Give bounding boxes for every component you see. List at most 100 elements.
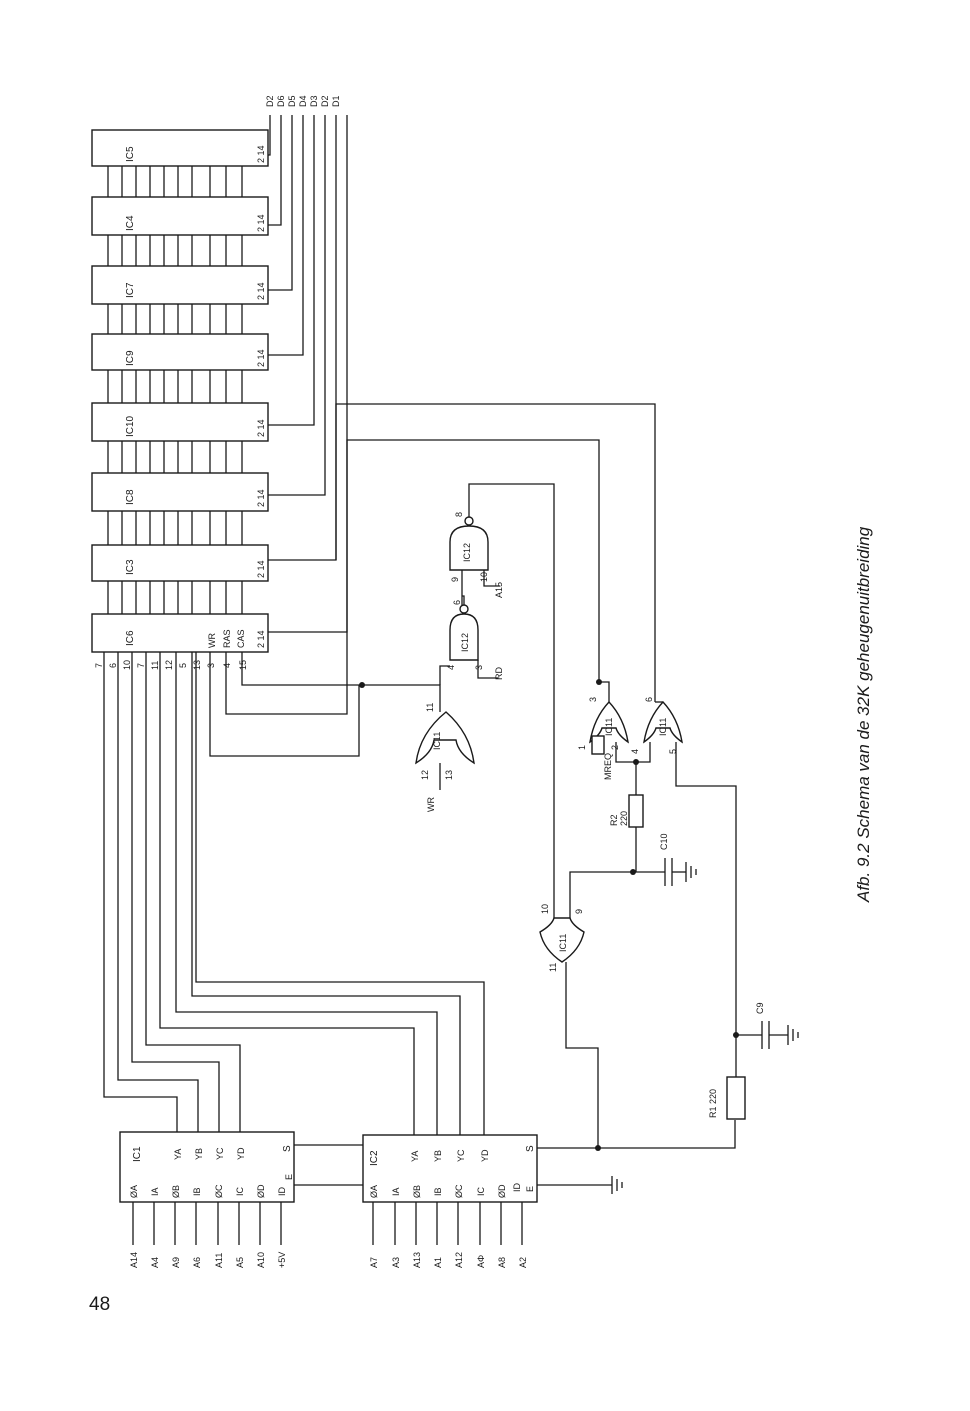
- mux2-out-yc: YC: [456, 1149, 466, 1162]
- mux1-out-ya: YA: [173, 1149, 183, 1160]
- ram-chip-ic3: IC3 2 14: [91, 544, 269, 582]
- g4-out: 3: [588, 697, 598, 702]
- ram-chip-ic10: IC10 2 14: [91, 402, 269, 442]
- r2-value: 220: [619, 811, 629, 826]
- gate-ic12-a15: IC12 8 9 10 A15: [449, 512, 504, 606]
- data-bus: D2 D6 D5 D4 D3 D2 D1: [265, 95, 348, 633]
- chip-pins-ic9: 2 14: [256, 349, 266, 367]
- g4-in-1: 2: [610, 745, 620, 750]
- ram-chip-ic8: IC8 2 14: [91, 472, 269, 512]
- g2-in-0: 4: [446, 665, 456, 670]
- mux2-in-1: IA: [391, 1187, 401, 1196]
- mux1-in-7: ID: [277, 1186, 287, 1196]
- mux2-enable: E: [525, 1186, 535, 1192]
- control-wiring: R2 220 C10 C9 R1 220: [209, 403, 799, 1151]
- g6-label: IC11: [558, 934, 568, 952]
- mux1-label: IC1: [132, 1146, 143, 1162]
- ic6-pin-10: 15: [238, 660, 248, 670]
- g2-out: 6: [452, 600, 462, 605]
- c9-label: C9: [755, 1002, 765, 1014]
- ic6-signal-ras: RAS: [222, 629, 232, 648]
- mux2-in-5: IC: [476, 1186, 486, 1196]
- mux2-out-yd: YD: [480, 1149, 490, 1162]
- mux1-in-1: IA: [150, 1187, 160, 1196]
- mux2-addr-6: A8: [497, 1257, 507, 1268]
- chip-label-ic7: IC7: [125, 282, 136, 298]
- data-label-3: D4: [298, 95, 308, 107]
- mux2-addr-2: A13: [412, 1252, 422, 1268]
- mux2-in-0: ØA: [369, 1185, 379, 1198]
- mux2-select: S: [525, 1145, 536, 1152]
- ic6-pin-numbers: 7 6 10 7 11 12 5 13 3 4 15: [94, 660, 248, 670]
- mux1-in-5: IC: [235, 1186, 245, 1196]
- ram-chip-stack: IC5 2 14 IC4 2 14 IC7 2 14 IC9 2 14 IC10…: [91, 129, 269, 670]
- mux1-select: S: [282, 1145, 293, 1152]
- g1-in-1: 13: [444, 770, 454, 780]
- ram-chip-ic6: IC6 2 14 WR RAS CAS: [91, 613, 269, 653]
- chip-label-ic8: IC8: [125, 489, 136, 505]
- gate-ic11-b: IC11 6 4 5: [630, 697, 683, 754]
- g2-label: IC12: [460, 633, 470, 652]
- chip-pins-ic5: 2 14: [256, 145, 266, 163]
- ram-chip-ic5: IC5 2 14: [91, 129, 269, 167]
- mux1-addr-6: A10: [256, 1252, 266, 1268]
- ram-chip-ic4: IC4 2 14: [91, 196, 269, 236]
- data-label-5: D2: [320, 95, 330, 107]
- g3-in-0: 9: [450, 577, 460, 582]
- mux-ic1: IC1 YA YB YC YD S ØA IA ØB IB ØC IC ØD I…: [119, 1131, 295, 1268]
- mux1-addr-1: A4: [150, 1257, 160, 1268]
- mux1-out-yc: YC: [215, 1147, 225, 1160]
- data-label-2: D5: [287, 95, 297, 107]
- g6-out: 11: [548, 963, 558, 972]
- chip-label-ic9: IC9: [125, 350, 136, 366]
- g5-out: 6: [644, 697, 654, 702]
- mux1-in-0: ØA: [129, 1185, 139, 1198]
- r1-label: R1 220: [708, 1089, 718, 1118]
- mux2-in-3: IB: [433, 1187, 443, 1196]
- chip-label-ic3: IC3: [125, 559, 136, 575]
- figure-caption: Afb. 9.2 Schema van de 32K geheugenuitbr…: [854, 526, 873, 903]
- mux2-in-6: ØD: [497, 1184, 507, 1198]
- mux1-addr-0: A14: [129, 1252, 139, 1268]
- mux1-addr-5: A5: [235, 1257, 245, 1268]
- ic6-pin-1: 6: [108, 663, 118, 668]
- g3-signal-a15: A15: [494, 582, 504, 598]
- mux1-addr-2: A9: [171, 1257, 181, 1268]
- g6-in-0: 10: [540, 904, 550, 914]
- chip-pins-ic3: 2 14: [256, 560, 266, 578]
- ic6-pin-5: 12: [164, 660, 174, 670]
- mux2-addr-5: AΦ: [476, 1255, 486, 1268]
- g5-in-0: 4: [630, 749, 640, 754]
- mux2-addr-1: A3: [391, 1257, 401, 1268]
- gate-ic12-rd: IC12 6 4 3 RD: [446, 600, 504, 680]
- g1-out: 11: [425, 703, 435, 712]
- g1-signal-wr: WR: [426, 797, 436, 812]
- chip-label-ic6: IC6: [125, 630, 136, 646]
- mux2-addr-7: A2: [518, 1257, 528, 1268]
- r2-name: R2: [609, 814, 619, 826]
- gate-ic11-mreq: IC11 3 1 2 MREQ: [577, 697, 629, 780]
- mux2-addr-4: A12: [454, 1252, 464, 1268]
- mux2-out-yb: YB: [433, 1150, 443, 1162]
- mux2-addr-3: A1: [433, 1257, 443, 1268]
- mux2-in-7: ID: [512, 1182, 522, 1192]
- mux1-out-yd: YD: [236, 1147, 246, 1160]
- data-label-0: D2: [265, 95, 275, 107]
- ram-chip-ic9: IC9 2 14: [91, 333, 269, 371]
- gate-ic11-c: IC11 10 9 11: [539, 904, 585, 972]
- mux2-addr-0: A7: [369, 1257, 379, 1268]
- mux1-in-4: ØC: [214, 1184, 224, 1198]
- g2-signal-rd: RD: [494, 667, 504, 680]
- mux2-in-4: ØC: [454, 1184, 464, 1198]
- data-label-4: D3: [309, 95, 319, 107]
- mux1-in-6: ØD: [256, 1184, 266, 1198]
- chip-pins-ic10: 2 14: [256, 419, 266, 437]
- g4-in-0: 1: [577, 745, 587, 750]
- mux1-addr-4: A11: [214, 1253, 224, 1268]
- ic6-signal-wr: WR: [207, 633, 217, 648]
- g1-in-0: 12: [420, 770, 430, 780]
- gate-ic11-wr: IC11 11 12 13 WR: [415, 703, 475, 812]
- mux2-label: IC2: [369, 1150, 380, 1166]
- mux1-in-2: ØB: [171, 1185, 181, 1198]
